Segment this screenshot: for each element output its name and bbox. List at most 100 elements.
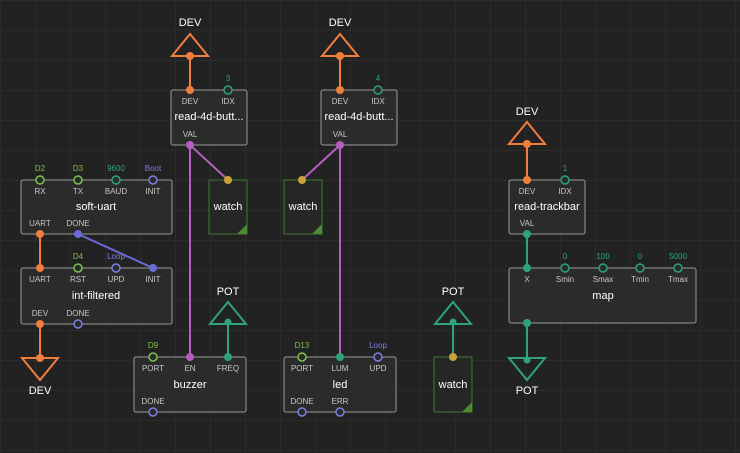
pin-idx[interactable] bbox=[373, 85, 383, 95]
pin-tx[interactable] bbox=[73, 175, 83, 185]
pin-in[interactable] bbox=[449, 353, 457, 361]
pin-label-freq: FREQ bbox=[217, 364, 239, 373]
pin-done[interactable] bbox=[297, 407, 307, 417]
pin-label-en: EN bbox=[184, 364, 195, 373]
terminal-dev-top-1[interactable]: DEV bbox=[169, 17, 211, 60]
pin-upd[interactable] bbox=[373, 352, 383, 362]
terminal-dev-top-3[interactable]: DEV bbox=[506, 106, 548, 148]
node-box[interactable] bbox=[20, 267, 173, 325]
pin-label-done: DONE bbox=[141, 397, 164, 406]
node-soft-uart[interactable]: D2 D3 9600 Boot RX TX BAUD INIT soft-uar… bbox=[20, 164, 173, 238]
pin-dev[interactable] bbox=[186, 86, 194, 94]
pin-rx[interactable] bbox=[35, 175, 45, 185]
pin-in[interactable] bbox=[224, 176, 232, 184]
pin-dot[interactable] bbox=[336, 52, 344, 60]
pin-label-uart: UART bbox=[29, 275, 51, 284]
links bbox=[39, 56, 528, 358]
pin-done[interactable] bbox=[148, 407, 158, 417]
node-read-4d-button-2[interactable]: 4 DEV IDX read-4d-butt... VAL bbox=[320, 74, 398, 149]
terminal-pot-out[interactable]: POT bbox=[506, 356, 548, 398]
terminal-label: DEV bbox=[179, 17, 202, 29]
terminal-dev-bottom[interactable]: DEV bbox=[19, 354, 61, 397]
pin-value-baud: 9600 bbox=[107, 164, 125, 173]
link-btn1-watch[interactable] bbox=[189, 144, 229, 181]
pin-val[interactable] bbox=[523, 230, 531, 238]
pin-x[interactable] bbox=[523, 264, 531, 272]
pin-dot[interactable] bbox=[224, 318, 232, 326]
pin-dev[interactable] bbox=[336, 86, 344, 94]
pin-label-tx: TX bbox=[73, 187, 84, 196]
pin-port[interactable] bbox=[297, 352, 307, 362]
watch-box[interactable] bbox=[433, 356, 473, 413]
node-map[interactable]: 0 100 0 5000 X Smin Smax Tmin Tmax map bbox=[508, 252, 697, 327]
pin-done[interactable] bbox=[73, 319, 83, 329]
terminal-label: POT bbox=[442, 286, 465, 298]
terminal-label: POT bbox=[217, 286, 240, 298]
pin-label-idx: IDX bbox=[221, 97, 235, 106]
watch-label: watch bbox=[213, 201, 243, 213]
pin-value-smax: 100 bbox=[596, 252, 610, 261]
pin-idx[interactable] bbox=[560, 175, 570, 185]
node-buzzer[interactable]: D9 PORT EN FREQ buzzer DONE bbox=[133, 341, 247, 417]
pin-in[interactable] bbox=[298, 176, 306, 184]
pin-value-idx: 3 bbox=[226, 74, 231, 83]
watch-box[interactable] bbox=[283, 179, 323, 235]
pin-err[interactable] bbox=[335, 407, 345, 417]
pin-label-dev: DEV bbox=[519, 187, 536, 196]
terminal-dev-top-2[interactable]: DEV bbox=[319, 17, 361, 60]
pin-tmax[interactable] bbox=[673, 263, 683, 273]
node-title: map bbox=[592, 290, 613, 302]
pin-dev[interactable] bbox=[36, 320, 44, 328]
pin-dot[interactable] bbox=[523, 140, 531, 148]
pin-upd[interactable] bbox=[111, 263, 121, 273]
pin-idx[interactable] bbox=[223, 85, 233, 95]
pin-label-rx: RX bbox=[34, 187, 46, 196]
pin-out[interactable] bbox=[523, 319, 531, 327]
pin-smax[interactable] bbox=[598, 263, 608, 273]
node-read-4d-button-1[interactable]: 3 DEV IDX read-4d-butt... VAL bbox=[170, 74, 248, 149]
pin-done[interactable] bbox=[74, 230, 82, 238]
pin-label-dev: DEV bbox=[32, 309, 49, 318]
pin-rst[interactable] bbox=[73, 263, 83, 273]
pin-lum[interactable] bbox=[336, 353, 344, 361]
terminal-label: DEV bbox=[516, 106, 539, 118]
pin-uart[interactable] bbox=[36, 230, 44, 238]
terminal-pot-1[interactable]: POT bbox=[207, 286, 249, 326]
pin-smin[interactable] bbox=[560, 263, 570, 273]
node-box[interactable] bbox=[508, 179, 586, 235]
pin-tmin[interactable] bbox=[635, 263, 645, 273]
pin-dev[interactable] bbox=[523, 176, 531, 184]
pin-init[interactable] bbox=[149, 264, 157, 272]
pin-dot[interactable] bbox=[449, 318, 457, 326]
link-btn2-watch[interactable] bbox=[301, 144, 341, 181]
node-led[interactable]: D13 Loop PORT LUM UPD led DONE ERR bbox=[283, 341, 397, 417]
pin-val[interactable] bbox=[336, 141, 344, 149]
watch-corner-icon bbox=[462, 402, 472, 412]
watch-node-1[interactable]: watch bbox=[208, 176, 248, 235]
pin-port[interactable] bbox=[148, 352, 158, 362]
node-box[interactable] bbox=[320, 89, 398, 146]
pin-dot[interactable] bbox=[186, 52, 194, 60]
node-int-filtered[interactable]: D4 Loop UART RST UPD INIT int-filtered D… bbox=[20, 252, 173, 329]
watch-node-3[interactable]: watch bbox=[433, 353, 473, 413]
pin-dot[interactable] bbox=[523, 356, 531, 364]
terminal-label: POT bbox=[516, 385, 539, 397]
pin-value-tmax: 5000 bbox=[669, 252, 687, 261]
node-read-trackbar[interactable]: 1 DEV IDX read-trackbar VAL bbox=[508, 164, 586, 238]
pin-label-done: DONE bbox=[66, 219, 89, 228]
pin-label-smax: Smax bbox=[593, 275, 613, 284]
node-box[interactable] bbox=[20, 179, 173, 235]
pin-baud[interactable] bbox=[111, 175, 121, 185]
pin-uart[interactable] bbox=[36, 264, 44, 272]
node-title: soft-uart bbox=[76, 201, 116, 213]
terminal-pot-2[interactable]: POT bbox=[432, 286, 474, 326]
pin-freq[interactable] bbox=[224, 353, 232, 361]
link-done-init[interactable] bbox=[77, 233, 154, 269]
watch-node-2[interactable]: watch bbox=[283, 176, 323, 235]
pin-val[interactable] bbox=[186, 141, 194, 149]
pin-dot[interactable] bbox=[36, 354, 44, 362]
pin-init[interactable] bbox=[148, 175, 158, 185]
pin-en[interactable] bbox=[186, 353, 194, 361]
node-box[interactable] bbox=[170, 89, 248, 146]
